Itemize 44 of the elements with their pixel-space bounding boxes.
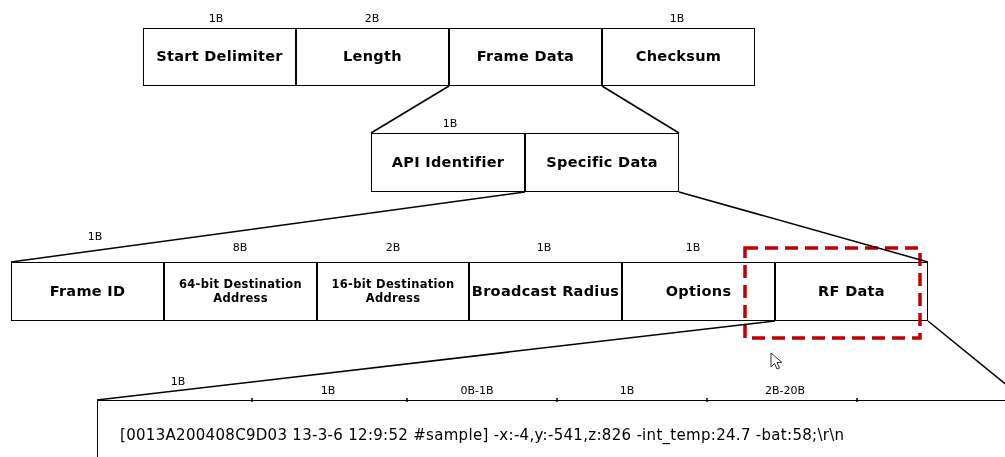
byte-size-label: 1B	[536, 241, 552, 254]
field-box	[164, 262, 317, 321]
byte-size-label: 8B	[232, 241, 248, 254]
byte-size-label: 1B	[442, 117, 458, 130]
field-name: Start Delimiter	[156, 48, 283, 66]
byte-size-label: 2B-20B	[764, 384, 806, 397]
field-box	[143, 28, 296, 86]
field-name: Length	[343, 48, 402, 66]
expansion-line	[370, 85, 450, 134]
field-name: Specific Data	[546, 153, 658, 172]
field-name: 16-bit Destination Address	[330, 277, 456, 306]
byte-size-label: 1B	[685, 241, 701, 254]
field-box	[775, 262, 928, 321]
byte-size-label: 1B	[669, 12, 685, 25]
byte-size-label: 1B	[320, 384, 336, 397]
field-box	[469, 262, 622, 321]
byte-size-label: 1B	[619, 384, 635, 397]
byte-size-label: 1B	[208, 12, 224, 25]
field-name: API Identifier	[391, 153, 505, 172]
field-box	[11, 262, 164, 321]
field-box	[317, 262, 469, 321]
field-name: Broadcast Radius	[471, 282, 620, 301]
field-box	[525, 133, 679, 192]
field-name: Frame Data	[476, 48, 575, 66]
field-box	[371, 133, 525, 192]
field-name: Checksum	[635, 48, 722, 66]
expansion-line	[96, 320, 776, 401]
byte-size-label: 1B	[170, 375, 186, 388]
data-string: [0013A200408C9D03 13-3-6 12:9:52 #sample] -x:-4,y:-541,z:826 -int_temp:24.7 -bat:58;\r\n	[120, 426, 845, 444]
field-name: Frame ID	[49, 282, 126, 301]
expansion-line	[10, 191, 526, 263]
byte-size-label: 0B-1B	[460, 384, 494, 397]
field-name: RF Data	[818, 282, 885, 301]
field-name: 64-bit Destination Address	[178, 277, 303, 306]
byte-size-label: 2B	[385, 241, 401, 254]
field-box	[296, 28, 449, 86]
field-box	[449, 28, 602, 86]
byte-size-label: 1B	[87, 230, 103, 243]
byte-size-label: 2B	[364, 12, 380, 25]
data-string-box	[97, 400, 1005, 457]
expansion-line	[601, 85, 680, 134]
field-box	[622, 262, 775, 321]
field-box	[602, 28, 755, 86]
field-name: Options	[665, 282, 732, 301]
